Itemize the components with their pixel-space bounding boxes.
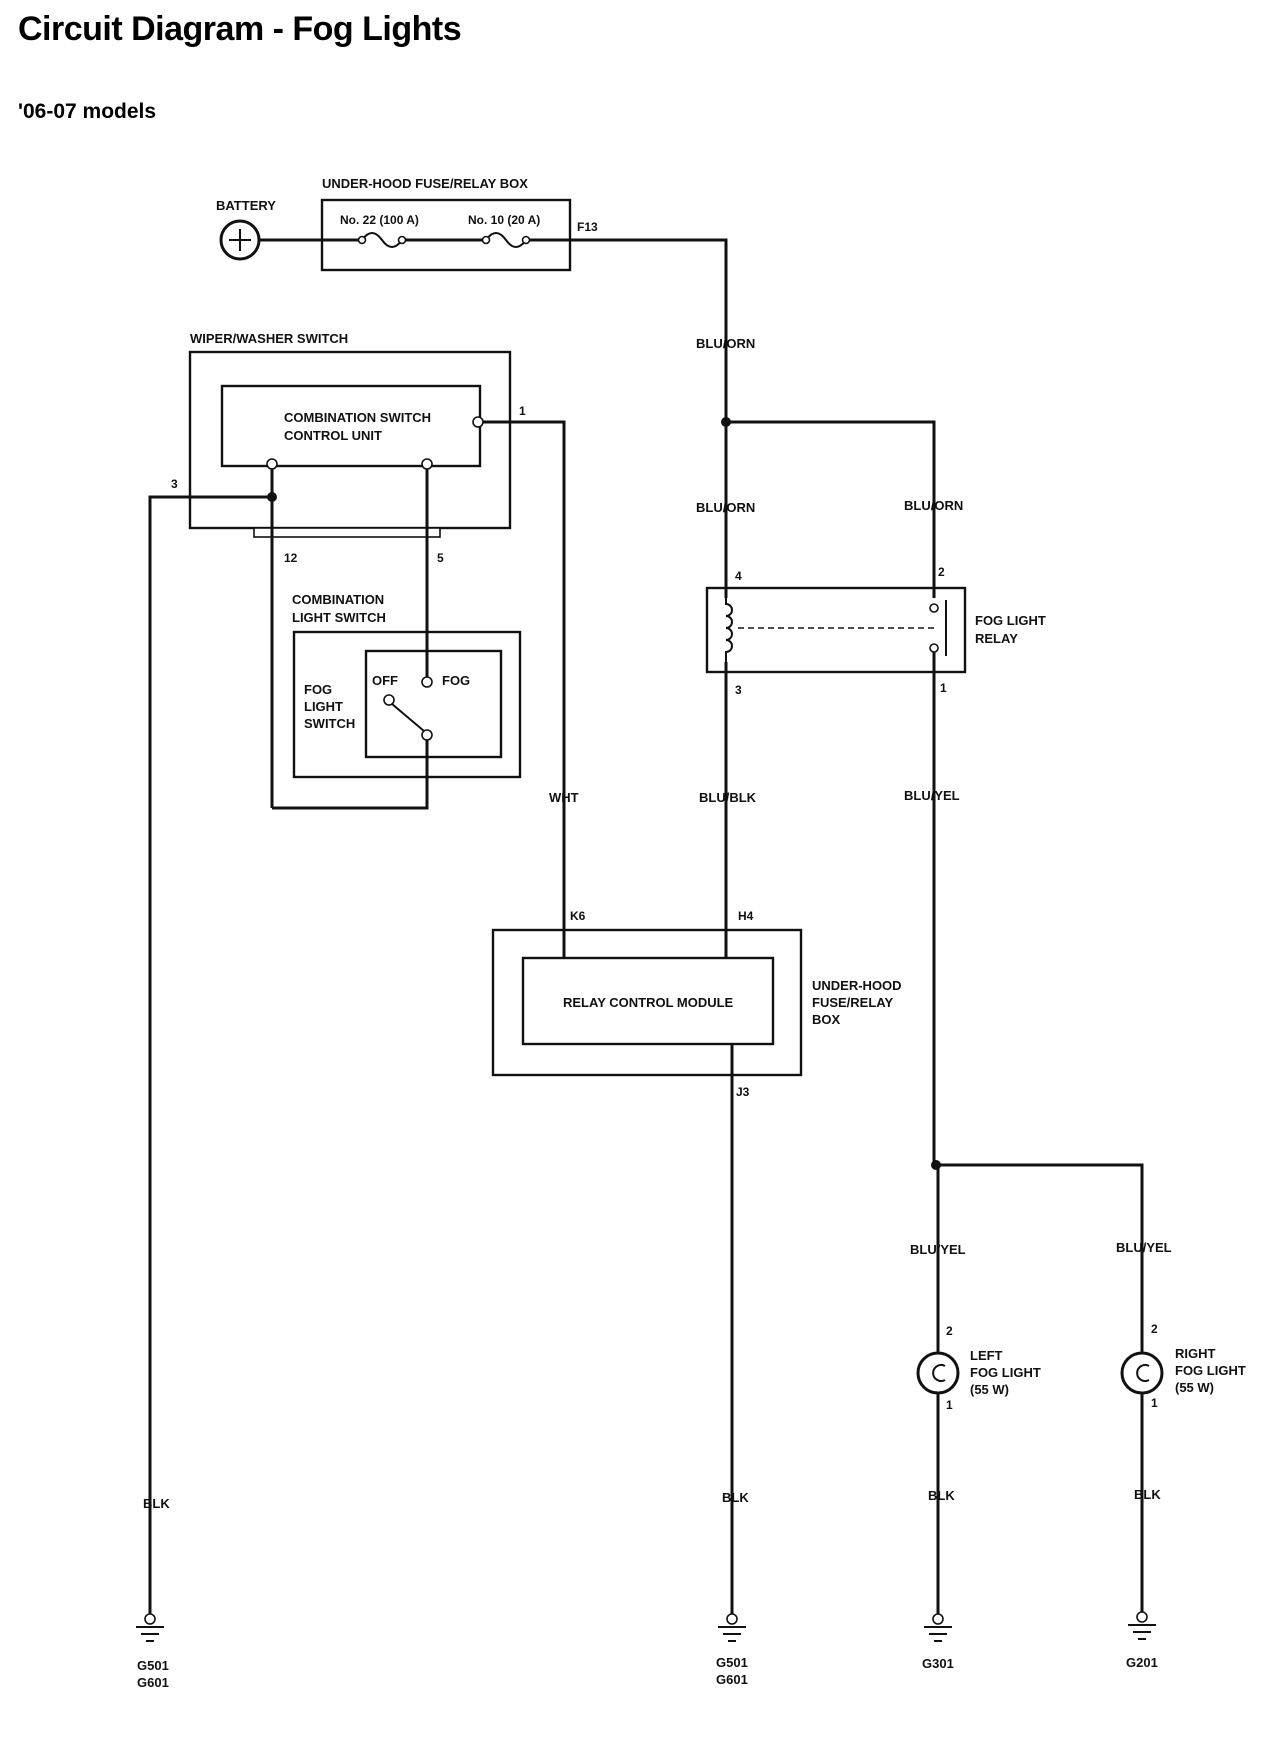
wire-f13-to-junction: [530, 238, 728, 422]
ground-label-g501-a: G501: [137, 1658, 169, 1673]
ground-label-g201: G201: [1126, 1655, 1158, 1670]
fog-switch-box: [364, 649, 503, 759]
wire-label-blu-yel-right: BLU/YEL: [1116, 1240, 1172, 1255]
relay-pin-1: 1: [940, 681, 947, 695]
wire-wht: [483, 420, 566, 958]
wire-label-wht: WHT: [549, 790, 579, 805]
fog-relay-label-1: FOG LIGHT: [975, 613, 1046, 628]
wire-label-blk-rcm: BLK: [722, 1490, 749, 1505]
rcm-pin-k6: K6: [570, 909, 586, 923]
fog-relay-outline: [705, 586, 967, 674]
left-fog-label-1: LEFT: [970, 1348, 1003, 1363]
wire-label-blu-orn-4: BLU/ORN: [696, 500, 755, 515]
switch-pin-3: 3: [171, 477, 178, 491]
fog-switch-fog-label: FOG: [442, 673, 470, 688]
ground-label-g601-b: G601: [716, 1672, 748, 1687]
rcm-pin-h4: H4: [738, 909, 754, 923]
fuse-10-symbol: [485, 232, 527, 248]
ground-g501-g601-left: G501 G601: [136, 1613, 169, 1690]
left-fog-pin-2: 2: [946, 1324, 953, 1338]
fog-switch-label-3: SWITCH: [304, 716, 355, 731]
wire-blu-orn-to-pin2: [726, 420, 936, 598]
left-fog-bulb-icon: [916, 1351, 960, 1395]
wire-label-blk-right: BLK: [1134, 1487, 1161, 1502]
wire-label-blu-blk: BLU/BLK: [699, 790, 757, 805]
right-fog-bulb-icon: [1120, 1351, 1164, 1395]
pin-f13: F13: [577, 220, 598, 234]
control-unit-label-2: CONTROL UNIT: [284, 428, 382, 443]
relay-coil-symbol: [725, 598, 733, 662]
control-unit-label-1: COMBINATION SWITCH: [284, 410, 431, 425]
ground-g301: G301: [922, 1613, 954, 1671]
relay-pin-3: 3: [735, 683, 742, 697]
wire-label-blu-orn-main: BLU/ORN: [696, 336, 755, 351]
wire-label-blu-orn-2: BLU/ORN: [904, 498, 963, 513]
wiper-switch-title: WIPER/WASHER SWITCH: [190, 331, 348, 346]
fuse-22-symbol: [361, 232, 403, 248]
wiper-washer-switch: WIPER/WASHER SWITCH COMBINATION SWITCH C…: [171, 331, 526, 565]
fuse-10-label: No. 10 (20 A): [468, 213, 540, 227]
rcm-box-label-2: FUSE/RELAY: [812, 995, 893, 1010]
light-switch-title-1: COMBINATION: [292, 592, 384, 607]
fuse-box-title: UNDER-HOOD FUSE/RELAY BOX: [322, 176, 528, 191]
left-fog-light: 2 1 LEFT FOG LIGHT (55 W): [916, 1324, 1041, 1412]
left-fog-label-2: FOG LIGHT: [970, 1365, 1041, 1380]
page-title: Circuit Diagram - Fog Lights: [18, 10, 462, 48]
left-fog-label-3: (55 W): [970, 1382, 1009, 1397]
light-switch-outline: [292, 630, 522, 779]
rcm-outline: [521, 956, 775, 1046]
left-fog-pin-1: 1: [946, 1398, 953, 1412]
combination-light-switch: COMBINATION LIGHT SWITCH FOG LIGHT SWITC…: [272, 592, 522, 810]
fog-light-relay: 4 2 3 1 FOG LIGHT RELAY: [705, 565, 1046, 697]
wire-label-blk-g501: BLK: [143, 1496, 170, 1511]
relay-pin-4: 4: [735, 569, 742, 583]
fuse-box-top: UNDER-HOOD FUSE/RELAY BOX No. 22 (100 A)…: [259, 176, 728, 422]
wire-label-blu-yel-left: BLU/YEL: [910, 1242, 966, 1257]
rcm-pin-j3: J3: [736, 1085, 750, 1099]
fog-switch-label-2: LIGHT: [304, 699, 343, 714]
battery-label: BATTERY: [216, 198, 276, 213]
ground-label-g301: G301: [922, 1656, 954, 1671]
rcm-box-label-3: BOX: [812, 1012, 841, 1027]
ground-label-g601-a: G601: [137, 1675, 169, 1690]
switch-pin-1: 1: [519, 404, 526, 418]
under-hood-box-outline: [491, 928, 803, 1077]
wire-label-blk-left: BLK: [928, 1488, 955, 1503]
relay-pin-2: 2: [938, 565, 945, 579]
fuse-22-label: No. 22 (100 A): [340, 213, 419, 227]
switch-pin-5: 5: [437, 551, 444, 565]
right-fog-pin-2: 2: [1151, 1322, 1158, 1336]
wire-blk-g501: [148, 495, 272, 1615]
light-switch-title-2: LIGHT SWITCH: [292, 610, 386, 625]
right-fog-light: 2 1 RIGHT FOG LIGHT (55 W): [1120, 1322, 1246, 1410]
wire-blu-yel-right: [934, 1163, 1144, 1352]
switch-pin-12: 12: [284, 551, 298, 565]
wire-switch-return: [272, 740, 429, 810]
right-fog-pin-1: 1: [1151, 1396, 1158, 1410]
page-subtitle: '06-07 models: [18, 100, 157, 123]
ground-g201: G201: [1126, 1611, 1158, 1670]
fog-switch-label-1: FOG: [304, 682, 332, 697]
combination-switch-control-unit: [220, 384, 482, 468]
right-fog-label-1: RIGHT: [1175, 1346, 1216, 1361]
ground-g501-g601-right: G501 G601: [716, 1613, 748, 1687]
ground-label-g501-b: G501: [716, 1655, 748, 1670]
fog-switch-lever: [391, 703, 425, 732]
right-fog-label-2: FOG LIGHT: [1175, 1363, 1246, 1378]
rcm-label: RELAY CONTROL MODULE: [563, 995, 734, 1010]
rcm-box-label-1: UNDER-HOOD: [812, 978, 902, 993]
right-fog-label-3: (55 W): [1175, 1380, 1214, 1395]
fog-switch-off-label: OFF: [372, 673, 398, 688]
wire-label-blu-yel: BLU/YEL: [904, 788, 960, 803]
relay-control-module: RELAY CONTROL MODULE K6 H4 J3 UNDER-HOOD…: [491, 909, 902, 1099]
fuse-box-outline: [320, 198, 572, 272]
battery: BATTERY: [216, 198, 276, 261]
fog-relay-label-2: RELAY: [975, 631, 1018, 646]
